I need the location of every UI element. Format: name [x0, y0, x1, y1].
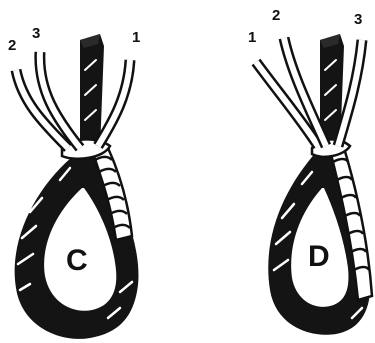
- strand-label-2: 2: [272, 7, 280, 24]
- strand-label-1: 1: [132, 29, 140, 46]
- strand-label-3: 3: [354, 11, 362, 28]
- panel-letter-c: C: [66, 244, 88, 277]
- panel-d: 1 2 3 D: [248, 7, 372, 335]
- strand-label-1: 1: [248, 29, 256, 46]
- panel-c: 2 3 1 C: [8, 25, 140, 339]
- panel-letter-d: D: [308, 240, 330, 273]
- strand-label-3: 3: [32, 25, 40, 42]
- strand-label-2: 2: [8, 37, 16, 54]
